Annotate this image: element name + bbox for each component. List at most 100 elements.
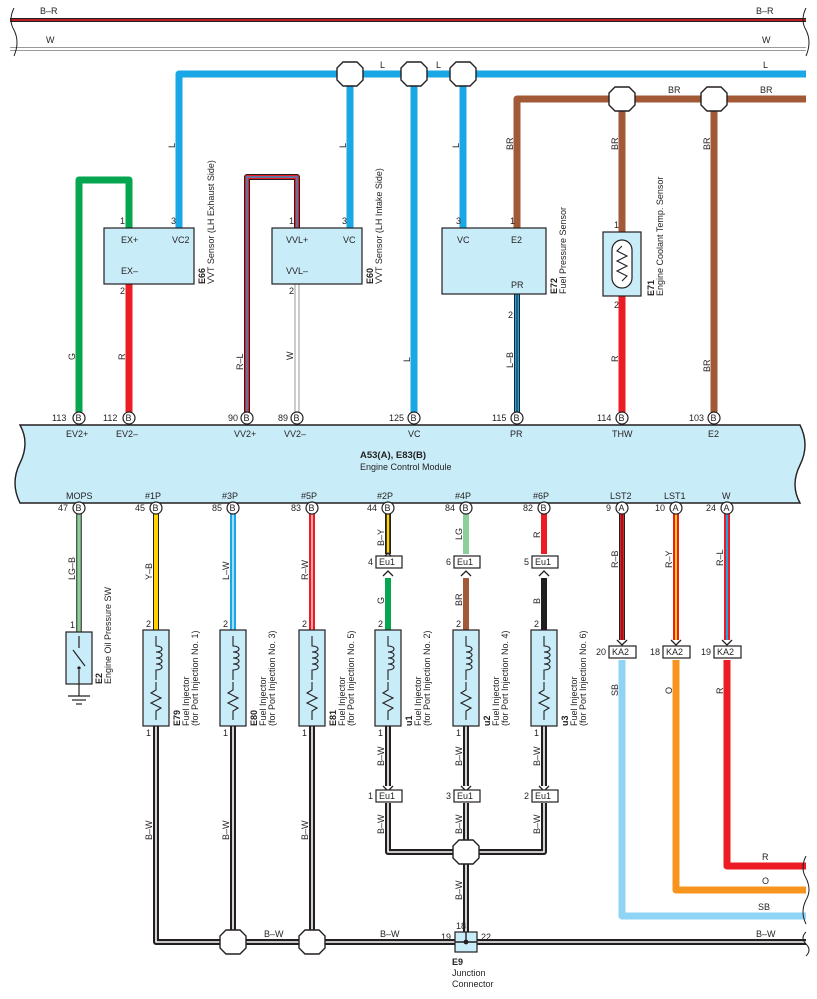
connector-name: Eu1 <box>535 791 551 801</box>
wire-label: BR <box>505 137 515 150</box>
connector-eu1: Eu1 2 <box>524 785 559 803</box>
pin-number: 2 <box>146 619 151 629</box>
pin-number: 3 <box>446 791 451 801</box>
connector-name: Eu1 <box>379 557 395 567</box>
pin-name: EX+ <box>121 235 138 245</box>
connector-name: KA2 <box>717 647 734 657</box>
component-name: Fuel Injector <box>337 676 347 726</box>
component-name: Connector <box>452 979 494 989</box>
component-name: VVT Sensor (LH Exhaust Side) <box>206 160 216 284</box>
pin-number: 85 <box>212 503 222 513</box>
pin-number: 2 <box>524 791 529 801</box>
fuel-pressure-sensor: 3 1 2 VC E2 PR E72 Fuel Pressure Sensor <box>441 207 568 320</box>
wire-label: R–W <box>300 559 310 580</box>
wire-label: B–R <box>40 6 58 16</box>
pin-label: E2 <box>708 429 719 439</box>
wire-label: R <box>117 353 127 360</box>
coolant-temp-sensor: 1 2 E71 Engine Coolant Temp. Sensor <box>602 177 665 310</box>
connector-letter: B <box>76 503 82 513</box>
ecm-title: A53(A), E83(B) <box>360 450 426 461</box>
wire-label: BR <box>610 137 620 150</box>
wire-label: L <box>436 60 441 70</box>
pin-number: 1 <box>302 728 307 738</box>
wire-label: O <box>664 687 674 694</box>
wire-break-mark <box>802 931 810 957</box>
component-name: VVT Sensor (LH Intake Side) <box>374 168 384 284</box>
component-ref: E80 <box>249 710 259 726</box>
ecm-top-pin: B 103 E2 <box>689 411 721 439</box>
pin-label: VV2+ <box>234 429 256 439</box>
pin-number: 114 <box>597 413 611 423</box>
wire-label: B–W <box>376 814 386 834</box>
ecm-top-pin: B 114 THW <box>597 411 633 439</box>
pin-number: 1 <box>614 220 619 230</box>
wire-label: W <box>46 35 55 45</box>
ecm-bottom-pin: LST2 A 9 <box>606 491 632 515</box>
wire-label: R <box>610 355 620 362</box>
connector-letter: B <box>463 503 469 513</box>
wire-break-mark <box>802 7 810 57</box>
wire-label: B–W <box>376 746 386 766</box>
wire-label: R <box>762 852 769 862</box>
wire-label: B–R <box>756 6 774 16</box>
component-ref: E2 <box>94 673 104 684</box>
component-ref: E79 <box>172 710 182 726</box>
wire-label: R <box>532 531 542 538</box>
pin-number: 2 <box>302 619 307 629</box>
wire-label: B–Y <box>376 529 386 546</box>
wire-label: L <box>380 60 385 70</box>
ecm-bottom-pin: W A 24 <box>706 491 734 515</box>
wire-label: B–W <box>221 820 231 840</box>
wire-label: BR <box>668 85 681 95</box>
pin-number: 112 <box>103 413 117 423</box>
fuel-injector: 2 1 E81 Fuel Injector (for Port Injectio… <box>298 619 356 738</box>
connector-name: Eu1 <box>457 557 473 567</box>
wire-label: L <box>338 143 348 148</box>
pin-label: #3P <box>222 491 238 501</box>
ecm-bottom-pin: #3P B 85 <box>212 491 240 515</box>
wire-label: B–W <box>300 820 310 840</box>
pin-number: 1 <box>378 728 383 738</box>
component-ref: u2 <box>482 715 492 726</box>
pin-name: VC <box>343 235 356 245</box>
pin-number: 18 <box>650 647 660 657</box>
wire-label: SB <box>610 684 620 696</box>
pin-number: 22 <box>481 932 491 942</box>
pin-label: EV2– <box>116 429 138 439</box>
pin-number: 2 <box>289 286 294 296</box>
ecm-bottom-pin: #1P B 45 <box>135 491 163 515</box>
connector-ka2: KA2 19 <box>701 639 742 659</box>
pin-number: 2 <box>534 619 539 629</box>
component-name: Engine Oil Pressure SW <box>103 586 113 684</box>
pin-number: 4 <box>368 557 373 567</box>
pin-label: MOPS <box>66 491 93 501</box>
component-name: Fuel Injector <box>181 676 191 726</box>
pin-number: 19 <box>441 932 451 942</box>
ecm-top-pin: B 90 VV2+ <box>228 411 256 439</box>
wire-label: BR <box>454 593 464 606</box>
component-ref: E72 <box>549 278 559 294</box>
connector-letter: B <box>411 413 417 423</box>
pin-number: 20 <box>596 647 606 657</box>
pin-label: PR <box>510 429 523 439</box>
component-name: Fuel Injector <box>491 676 501 726</box>
pin-number: 2 <box>508 310 513 320</box>
wire-label: BR <box>702 359 712 372</box>
pin-label: THW <box>612 429 633 439</box>
pin-number: 1 <box>368 791 373 801</box>
pin-name: E2 <box>511 235 522 245</box>
pin-label: #4P <box>455 491 471 501</box>
pin-number: 19 <box>701 647 711 657</box>
pin-number: 18 <box>456 921 466 931</box>
component-name: Junction <box>452 968 486 978</box>
pin-label: #6P <box>533 491 549 501</box>
connector-letter: B <box>294 413 300 423</box>
pin-number: 3 <box>171 216 176 226</box>
pin-number: 47 <box>58 503 68 513</box>
wire-label: B–W <box>454 746 464 766</box>
component-name: Fuel Injector <box>413 676 423 726</box>
wire-label: B–W <box>454 880 464 900</box>
connector-letter: B <box>244 413 250 423</box>
connector-eu1: Eu1 6 <box>446 555 481 577</box>
ecm-top-pin: B 112 EV2– <box>103 411 138 439</box>
